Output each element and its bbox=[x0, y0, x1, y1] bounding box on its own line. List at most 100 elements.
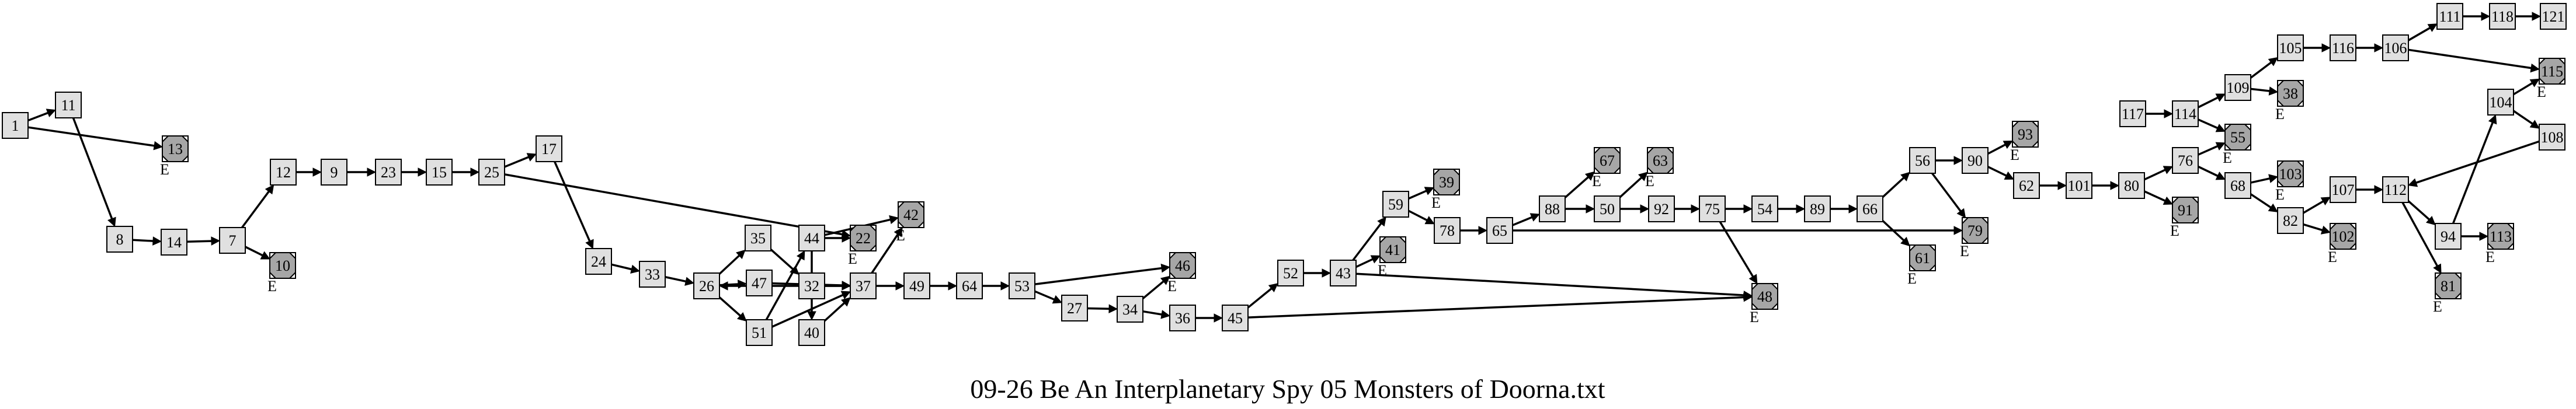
node-75[interactable]: 75 bbox=[1699, 195, 1726, 222]
node-109[interactable]: 109 bbox=[2224, 74, 2251, 101]
edge-1-to-13 bbox=[27, 126, 155, 147]
node-111[interactable]: 111 bbox=[2436, 3, 2463, 30]
node-91[interactable]: E91 bbox=[2170, 197, 2199, 239]
node-40[interactable]: 40 bbox=[798, 319, 825, 346]
node-37[interactable]: 37 bbox=[850, 272, 877, 299]
node-64[interactable]: 64 bbox=[956, 272, 983, 299]
node-9[interactable]: 9 bbox=[321, 159, 347, 186]
node-36[interactable]: 36 bbox=[1169, 305, 1196, 331]
arrowhead-64-to-53 bbox=[1000, 281, 1010, 291]
node-1[interactable]: 1 bbox=[2, 112, 29, 139]
step-node-box bbox=[1009, 272, 1035, 299]
node-68[interactable]: 68 bbox=[2224, 172, 2251, 199]
node-61[interactable]: E61 bbox=[1907, 244, 1936, 287]
node-52[interactable]: 52 bbox=[1277, 260, 1304, 286]
node-62[interactable]: 62 bbox=[2013, 172, 2040, 199]
node-26[interactable]: 26 bbox=[693, 272, 720, 299]
node-10[interactable]: E10 bbox=[267, 252, 296, 295]
edge-7-to-10 bbox=[245, 246, 263, 257]
node-79[interactable]: E79 bbox=[1960, 217, 1989, 260]
node-50[interactable]: 50 bbox=[1594, 195, 1621, 222]
end-marker: E bbox=[1378, 262, 1387, 279]
node-label: 1 bbox=[12, 117, 19, 134]
node-42[interactable]: E42 bbox=[896, 201, 924, 244]
node-51[interactable]: 51 bbox=[746, 319, 773, 346]
node-46[interactable]: E46 bbox=[1167, 252, 1196, 295]
node-114[interactable]: 114 bbox=[2172, 100, 2199, 127]
node-78[interactable]: 78 bbox=[1434, 217, 1461, 244]
node-45[interactable]: 45 bbox=[1222, 305, 1249, 331]
node-94[interactable]: 94 bbox=[2435, 223, 2462, 250]
node-13[interactable]: E13 bbox=[160, 135, 189, 178]
node-117[interactable]: 117 bbox=[2119, 100, 2146, 127]
node-39[interactable]: E39 bbox=[1431, 169, 1460, 211]
step-node-box bbox=[1277, 260, 1304, 286]
node-65[interactable]: 65 bbox=[1486, 217, 1513, 244]
node-8[interactable]: 8 bbox=[106, 226, 133, 253]
node-23[interactable]: 23 bbox=[375, 159, 402, 186]
node-93[interactable]: E93 bbox=[2010, 121, 2039, 163]
arrowhead-36-to-45 bbox=[1214, 313, 1223, 323]
node-label: 7 bbox=[229, 232, 237, 249]
node-24[interactable]: 24 bbox=[585, 248, 612, 275]
node-33[interactable]: 33 bbox=[639, 261, 666, 288]
node-112[interactable]: 112 bbox=[2382, 176, 2409, 203]
node-89[interactable]: 89 bbox=[1804, 195, 1831, 222]
node-22[interactable]: E22 bbox=[848, 225, 877, 267]
node-106[interactable]: 106 bbox=[2382, 34, 2409, 61]
node-88[interactable]: 88 bbox=[1539, 195, 1566, 222]
node-118[interactable]: 118 bbox=[2489, 3, 2516, 30]
arrowhead-43-to-48 bbox=[1743, 291, 1753, 300]
node-104[interactable]: 104 bbox=[2487, 89, 2514, 116]
node-48[interactable]: E48 bbox=[1750, 283, 1778, 326]
node-34[interactable]: 34 bbox=[1117, 296, 1143, 323]
node-54[interactable]: 54 bbox=[1751, 195, 1778, 222]
node-7[interactable]: 7 bbox=[219, 227, 246, 254]
node-38[interactable]: E38 bbox=[2275, 80, 2304, 123]
node-44[interactable]: 44 bbox=[798, 225, 825, 251]
node-107[interactable]: 107 bbox=[2330, 176, 2356, 203]
node-53[interactable]: 53 bbox=[1009, 272, 1035, 299]
node-92[interactable]: 92 bbox=[1648, 195, 1675, 222]
node-11[interactable]: 11 bbox=[55, 92, 82, 118]
node-49[interactable]: 49 bbox=[903, 272, 930, 299]
node-55[interactable]: E55 bbox=[2223, 124, 2251, 166]
node-121[interactable]: 121 bbox=[2540, 3, 2567, 30]
node-81[interactable]: E81 bbox=[2433, 272, 2462, 315]
node-43[interactable]: 43 bbox=[1330, 260, 1357, 286]
node-27[interactable]: 27 bbox=[1061, 295, 1088, 321]
arrowhead-75-to-48 bbox=[1748, 274, 1758, 284]
arrowhead-9-to-23 bbox=[367, 167, 377, 177]
node-76[interactable]: 76 bbox=[2172, 147, 2199, 174]
node-82[interactable]: 82 bbox=[2277, 207, 2304, 234]
node-17[interactable]: 17 bbox=[536, 135, 562, 162]
node-14[interactable]: 14 bbox=[161, 229, 187, 256]
node-35[interactable]: 35 bbox=[745, 225, 771, 251]
node-101[interactable]: 101 bbox=[2066, 172, 2092, 199]
node-80[interactable]: 80 bbox=[2118, 172, 2145, 199]
edge-40-to-37 bbox=[823, 302, 845, 322]
arrowhead-59-to-39 bbox=[1424, 187, 1435, 195]
node-67[interactable]: E67 bbox=[1592, 147, 1621, 190]
node-105[interactable]: 105 bbox=[2277, 34, 2304, 61]
node-15[interactable]: 15 bbox=[426, 159, 453, 186]
graph-title: 09-26 Be An Interplanetary Spy 05 Monste… bbox=[970, 374, 1605, 404]
edge-88-to-67 bbox=[1564, 176, 1589, 198]
node-47[interactable]: 47 bbox=[746, 270, 773, 296]
node-59[interactable]: 59 bbox=[1382, 191, 1409, 218]
node-66[interactable]: 66 bbox=[1857, 195, 1883, 222]
arrowhead-17-to-24 bbox=[585, 239, 594, 250]
node-41[interactable]: E41 bbox=[1378, 236, 1406, 279]
node-116[interactable]: 116 bbox=[2330, 34, 2356, 61]
node-32[interactable]: 32 bbox=[798, 272, 825, 299]
node-108[interactable]: 108 bbox=[2539, 124, 2565, 151]
node-56[interactable]: 56 bbox=[1909, 147, 1936, 174]
node-25[interactable]: 25 bbox=[478, 159, 505, 186]
node-12[interactable]: 12 bbox=[270, 159, 297, 186]
node-63[interactable]: E63 bbox=[1645, 147, 1674, 190]
node-90[interactable]: 90 bbox=[1962, 147, 1989, 174]
